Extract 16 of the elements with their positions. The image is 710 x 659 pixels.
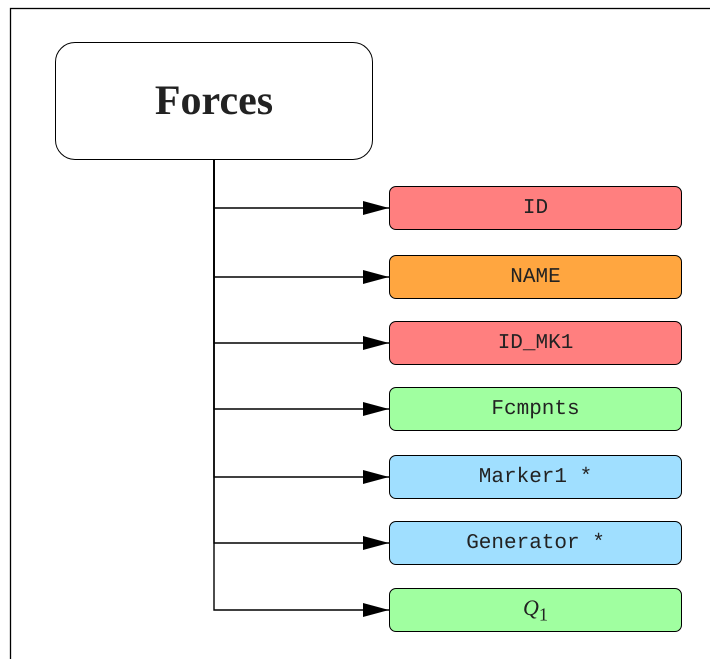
field-name: NAME	[510, 266, 561, 288]
field-name: ID_MK1	[498, 332, 574, 354]
field-box	[389, 455, 682, 499]
field-box	[389, 521, 682, 565]
field-box	[389, 588, 682, 632]
field-box	[389, 321, 682, 365]
field-name: Marker1 *	[478, 466, 592, 488]
field-name: ID	[522, 196, 548, 220]
title-text: Forces	[154, 77, 274, 125]
title-box	[55, 42, 373, 160]
field-name: Q$_{1}$	[522, 594, 548, 626]
field-box	[389, 387, 682, 431]
field-name: Fcmpnts	[491, 398, 580, 420]
field-name: Generator *	[466, 532, 605, 554]
field-box	[389, 186, 682, 230]
field-box	[389, 255, 682, 299]
